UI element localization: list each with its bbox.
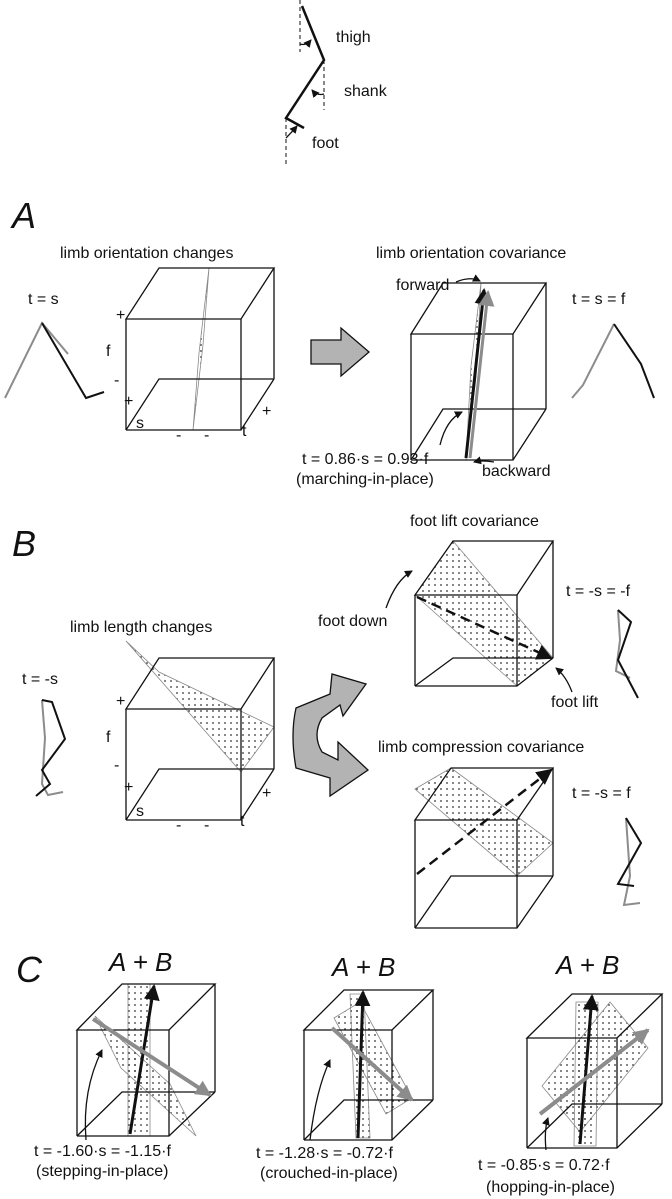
panel-a-f-minus: - [114,372,119,389]
panel-b-top-limb-black [616,609,639,699]
panel-c: C A + B t = -1.60·s = -1.15·f (stepping-… [16,947,664,1196]
panel-a-s-minus: - [176,427,181,444]
panel-b-s-plus: + [124,779,133,796]
panel-b-left-plane [125,640,275,773]
panel-b-top-title: foot lift covariance [410,513,539,530]
panel-b-foot-down-pointer [385,570,413,609]
panel-c2-mode: (crouched-in-place) [260,1165,398,1182]
panel-b-bottom-limb-gray [622,817,641,907]
panel-a-t-minus: - [204,427,209,444]
panel-b-letter: B [12,523,36,564]
thigh-label: thigh [336,29,371,46]
panel-c-letter: C [16,949,43,990]
limb-angle-legend: thigh shank foot [284,0,388,165]
panel-a-letter: A [10,195,36,236]
panel-b-f-axis-label: f [106,729,111,746]
foot-angle-arrow [285,125,298,139]
panel-a-backward-pointer [473,456,495,465]
panel-c3-equation: t = -0.85·s = 0.72·f [478,1157,610,1174]
panel-a-cube-left [124,267,276,431]
panel-b-top-plane [414,540,554,687]
panel-a-left-limb-gray [4,321,69,399]
panel-c3-gray-vector [538,1028,650,1116]
panel-a-s-axis-label: s [136,415,144,432]
panel-a-left-limb-black [41,322,105,400]
panel-b-foot-down-label: foot down [318,613,387,630]
shank-angle-arrow [311,89,325,98]
panel-b-left-title: limb length changes [70,619,212,636]
panel-c2-gray-vector [330,1026,414,1102]
panel-a-left-title: limb orientation changes [60,245,233,262]
panel-a-s-plus: + [124,393,133,410]
panel-b-bottom-limb-black [616,817,643,887]
panel-c-combo-label-2: A + B [330,952,395,982]
panel-c3-pointer [541,1117,550,1151]
panel-a-right-limb-black [613,323,655,399]
panel-b-bottom-title: limb compression covariance [378,739,584,756]
panel-a-left-equation: t = s [28,291,59,308]
panel-b-s-axis-label: s [136,803,144,820]
panel-b-foot-lift-label: foot lift [551,694,599,711]
panel-a-black-vector [464,288,491,459]
panel-b-s-minus: - [176,817,181,834]
panel-b-top-vector [416,595,553,660]
panel-b-t-axis-label: t [240,813,245,830]
panel-b-left-limb-gray [40,699,64,797]
panel-c-cube-2 [302,989,435,1141]
panel-a-right-title: limb orientation covariance [376,245,566,262]
panel-b-split-arrow [292,673,370,798]
panel-b-top-equation: t = -s = -f [566,583,631,600]
panel-c3-mode: (hopping-in-place) [486,1179,615,1196]
panel-b-f-plus: + [116,693,125,710]
panel-a-f-plus: + [116,307,125,324]
panel-a-plane-mode: (marching-in-place) [296,471,434,488]
panel-c3-black-vector [578,994,599,1145]
panel-a-transition-arrow [310,326,370,378]
panel-a-left-plane [192,267,210,431]
panel-c2-pointer [309,1059,331,1141]
panel-a-plane-pointer [439,411,463,446]
panel-c2-plane-a [333,1001,413,1115]
panel-b-f-minus: - [114,757,119,774]
panel-b-foot-lift-pointer [555,667,573,693]
shank-label: shank [344,83,388,100]
panel-b-t-minus: - [204,817,209,834]
panel-c2-equation: t = -1.28·s = -0.72·f [256,1145,394,1162]
panel-c1-plane-b [127,983,151,1137]
panel-b-left-limb-black [35,699,67,797]
panel-a-backward-label: backward [482,463,550,480]
panel-a-f-axis-label: f [106,343,111,360]
panel-c-combo-label-3: A + B [554,950,619,980]
panel-b-left-equation: t = -s [22,671,58,688]
thigh-angle-arrow [299,39,312,48]
panel-c1-black-vector [128,984,160,1135]
panel-b-t-plus: + [262,785,271,802]
panel-b-bottom-vector [416,768,553,875]
panel-b-bottom-equation: t = -s = f [572,785,631,802]
panel-c1-gray-vector [91,1017,212,1097]
panel-a-t-axis-label: t [242,423,247,440]
panel-b-top-limb-gray [614,609,631,679]
panel-c-combo-label-1: A + B [107,947,172,977]
panel-b-cube-top [413,540,555,687]
panel-a-forward-pointer [455,274,481,283]
panel-b: B limb length changes t = -s + f - + s -… [12,513,643,929]
panel-b-cube-bottom [413,767,555,929]
panel-a-plane-equation: t = 0.86·s = 0.93·f [302,451,429,468]
foot-label: foot [312,135,339,152]
panel-a-right-equation: t = s = f [572,291,626,308]
panel-c-cube-1 [75,983,217,1137]
panel-a-t-plus: + [262,403,271,420]
panel-c1-pointer [84,1049,103,1141]
panel-a-right-limb-gray [571,323,615,399]
panel-c1-equation: t = -1.60·s = -1.15·f [34,1143,172,1160]
panel-b-cube-left [124,640,276,821]
limb-segments [284,5,326,130]
panel-c1-mode: (stepping-in-place) [36,1163,169,1180]
panel-a: A limb orientation changes limb orientat… [4,195,655,488]
panel-c2-black-vector [354,990,371,1139]
panel-a-forward-label: forward [396,277,449,294]
panel-a-gray-vector [468,290,495,459]
